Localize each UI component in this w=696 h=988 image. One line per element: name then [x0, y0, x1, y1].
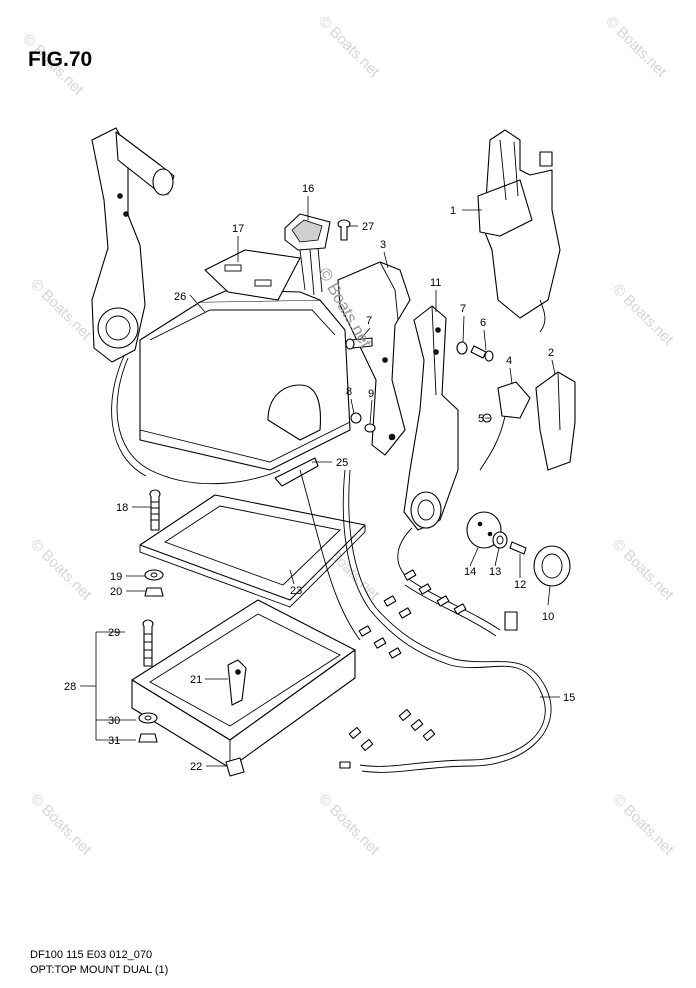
clip-22-drawing: [225, 757, 245, 777]
washer-nut-left-drawing: [144, 569, 164, 597]
wire-harness-drawing: [299, 469, 552, 773]
plate-drawing: [204, 249, 301, 301]
callout-7: 7: [460, 303, 466, 315]
bracket-drawing: [337, 261, 411, 456]
callout-15: 15: [563, 692, 575, 704]
callout-2: 2: [548, 347, 554, 359]
switch-4-drawing: [479, 381, 531, 471]
clip-drawing: [274, 457, 319, 487]
screw-27-drawing: [337, 219, 351, 241]
callout-1: 1: [450, 205, 456, 217]
callout-22: 22: [190, 761, 202, 773]
callout-25: 25: [336, 457, 348, 469]
callout-10: 10: [542, 611, 554, 623]
callout-21: 21: [190, 674, 202, 686]
callout-17: 17: [232, 223, 244, 235]
callout-26: 26: [174, 291, 186, 303]
gasket-drawing: [139, 494, 366, 608]
watermark: © Boats.net: [27, 276, 95, 344]
watermark: © Boats.net: [609, 791, 677, 859]
callout-23: 23: [290, 585, 302, 597]
watermark: © Boats.net: [27, 536, 95, 604]
base-drawing: [131, 599, 356, 769]
watermark: © Boats.net: [609, 281, 677, 349]
callout-29: 29: [108, 627, 120, 639]
switch-drawing: [284, 213, 331, 296]
figure-title: FIG.70: [28, 48, 92, 71]
callout-16: 16: [302, 183, 314, 195]
callout-8: 8: [346, 386, 352, 398]
watermark: © Boats.net: [315, 791, 383, 859]
callout-14: 14: [464, 566, 476, 578]
screws-center-drawing: [345, 337, 376, 433]
figure-code: DF100 115 E03 012_070: [30, 949, 152, 961]
callout-20: 20: [110, 586, 122, 598]
callout-12: 12: [514, 579, 526, 591]
watermark: © Boats.net: [602, 13, 670, 81]
callout-27: 27: [362, 221, 374, 233]
watermark: © Boats.net: [609, 536, 677, 604]
callout-9: 9: [368, 388, 374, 400]
leader-lines: [80, 196, 560, 767]
callout-30: 30: [108, 715, 120, 727]
figure-caption: OPT:TOP MOUNT DUAL (1): [30, 964, 168, 976]
callout-31: 31: [108, 735, 120, 747]
callout-18: 18: [116, 502, 128, 514]
callout-13: 13: [489, 566, 501, 578]
callout-4: 4: [506, 355, 512, 367]
callout-11: 11: [430, 277, 441, 289]
lever-11-drawing: [397, 305, 459, 581]
grip-2-drawing: [535, 371, 576, 471]
callout-5: 5: [478, 413, 484, 425]
callout-3: 3: [380, 239, 386, 251]
cover-housing-drawing: [91, 127, 351, 485]
callout-7b: 7: [366, 315, 372, 327]
callout-28: 28: [64, 681, 76, 693]
screws-right-drawing: [456, 341, 494, 362]
bolt-18-drawing: [149, 489, 161, 531]
watermark: © Boats.net: [315, 13, 383, 81]
callout-19: 19: [110, 571, 122, 583]
callout-6: 6: [480, 317, 486, 329]
control-box-1-drawing: [477, 129, 561, 333]
watermark: © Boats.net: [27, 791, 95, 859]
washers-drawing: [466, 511, 571, 587]
callouts: 1 2 3 4 5 6 7 7 8 9 10 11 12 13 14 15 16…: [64, 183, 575, 773]
connectors: [339, 569, 518, 769]
